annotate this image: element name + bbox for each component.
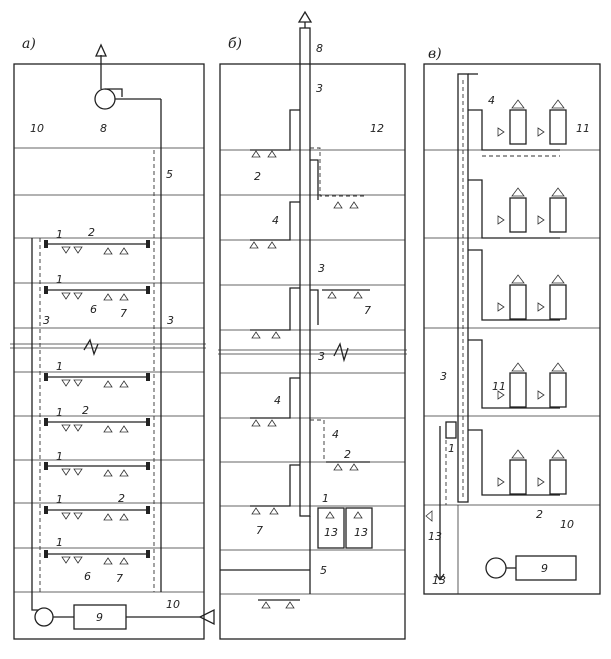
label-2-a1: 2 xyxy=(88,226,95,239)
panel-b-label: б) xyxy=(228,36,242,52)
label-4-b1: 4 xyxy=(272,214,279,227)
label-3-a-right: 3 xyxy=(167,314,174,327)
label-1-a3: 1 xyxy=(56,360,63,373)
label-4-b3: 4 xyxy=(332,428,339,441)
label-13-b1: 13 xyxy=(324,526,338,539)
panel-a-label: а) xyxy=(22,36,36,52)
panel-c-building-outline xyxy=(423,63,601,595)
label-13-c2: 13 xyxy=(432,574,446,587)
label-5-a: 5 xyxy=(166,168,173,181)
label-1-a1: 1 xyxy=(56,228,63,241)
label-3-b3: 3 xyxy=(318,350,325,363)
label-1-a5: 1 xyxy=(56,450,63,463)
panel-a-supply-riser xyxy=(31,238,41,592)
label-10-a-top: 10 xyxy=(30,122,44,135)
label-3-c: 3 xyxy=(440,370,447,383)
panel-a-branches xyxy=(44,240,150,565)
label-2-a2: 2 xyxy=(82,404,89,417)
label-11-c1: 11 xyxy=(576,122,590,135)
panel-b: б) xyxy=(218,10,407,640)
label-1-c: 1 xyxy=(448,442,455,455)
panel-c-branches xyxy=(468,99,567,496)
label-1-a7: 1 xyxy=(56,536,63,549)
panel-a-exhaust-fan xyxy=(94,43,162,592)
label-1-a4: 1 xyxy=(56,406,63,419)
panel-c-label: в) xyxy=(428,46,442,62)
label-6-a1: 6 xyxy=(90,303,97,316)
label-2-a3: 2 xyxy=(118,492,125,505)
panel-a: а) xyxy=(10,36,215,640)
label-13-c1: 13 xyxy=(428,530,442,543)
label-2-b2: 2 xyxy=(344,448,351,461)
panel-b-main-shaft xyxy=(297,10,313,594)
label-7-b1: 7 xyxy=(364,304,371,317)
panel-a-break-mark xyxy=(10,338,206,357)
label-6-a2: 6 xyxy=(84,570,91,583)
label-2-c: 2 xyxy=(536,508,543,521)
label-5-b: 5 xyxy=(320,564,327,577)
panel-a-supply-unit xyxy=(31,592,215,630)
label-1-a6: 1 xyxy=(56,493,63,506)
label-3-b2: 3 xyxy=(318,262,325,275)
label-8-a: 8 xyxy=(100,122,107,135)
label-9-a: 9 xyxy=(96,611,103,624)
panel-a-building-outline xyxy=(13,63,205,640)
label-1-a2: 1 xyxy=(56,273,63,286)
label-7-a2: 7 xyxy=(116,572,123,585)
label-1-b: 1 xyxy=(322,492,329,505)
panel-c-riser xyxy=(457,73,478,503)
panel-c-supply-unit xyxy=(425,421,577,581)
label-8-b: 8 xyxy=(316,42,323,55)
label-4-c: 4 xyxy=(488,94,495,107)
panel-b-building-outline xyxy=(219,63,406,640)
label-4-b2: 4 xyxy=(274,394,281,407)
label-12-b: 12 xyxy=(370,122,384,135)
label-2-b1: 2 xyxy=(254,170,261,183)
label-13-b2: 13 xyxy=(354,526,368,539)
label-9-c: 9 xyxy=(541,562,548,575)
label-3-b1: 3 xyxy=(316,82,323,95)
panel-b-floor-lines xyxy=(220,149,405,595)
label-10-c: 10 xyxy=(560,518,574,531)
label-3-a-left: 3 xyxy=(43,314,50,327)
panel-c: в) xyxy=(423,46,601,595)
panel-b-branches xyxy=(220,109,373,609)
label-11-c2: 11 xyxy=(492,380,506,393)
panel-a-floor-lines xyxy=(14,147,204,593)
panel-b-break-mark xyxy=(218,342,407,363)
label-10-a-bottom: 10 xyxy=(166,598,180,611)
label-7-b2: 7 xyxy=(256,524,263,537)
label-7-a1: 7 xyxy=(120,307,127,320)
